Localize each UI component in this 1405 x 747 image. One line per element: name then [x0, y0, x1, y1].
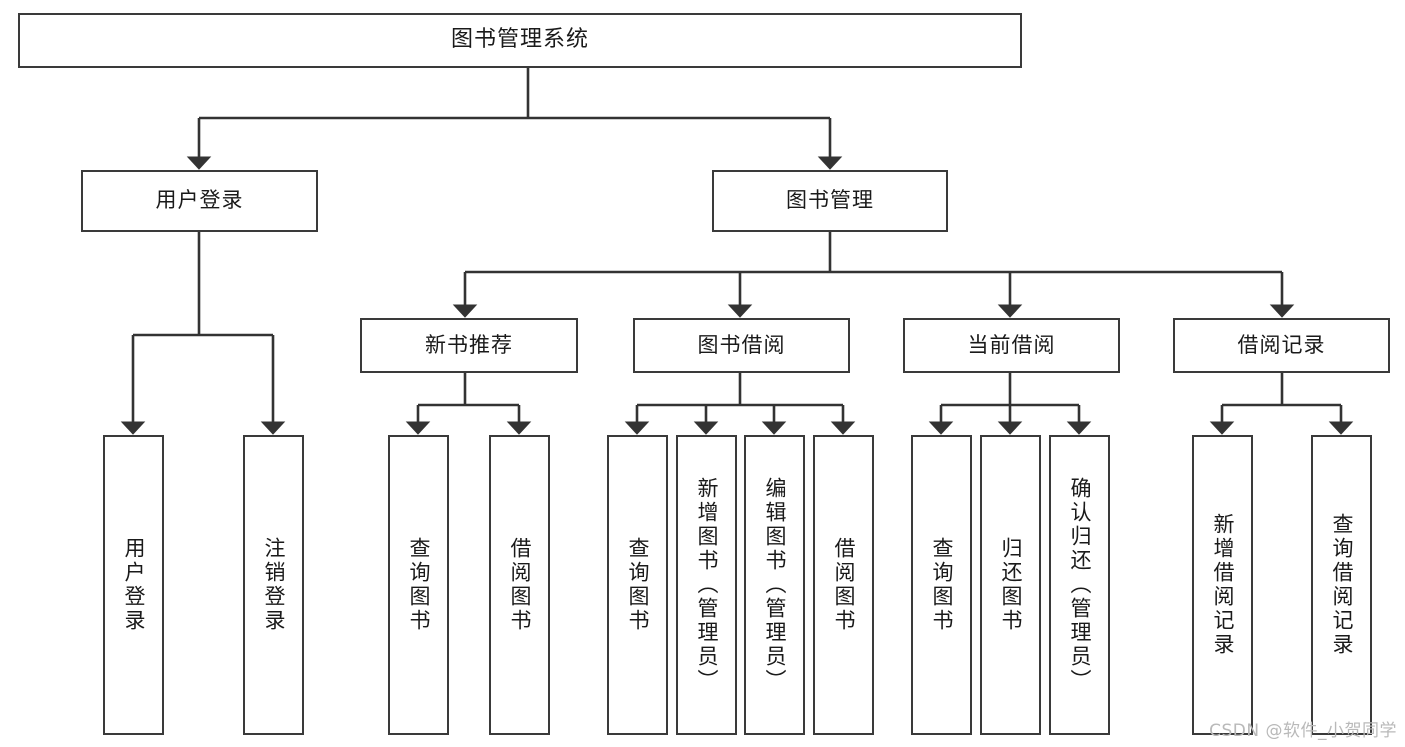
- node-label: 图书管理系统: [450, 27, 589, 53]
- node-label: 查询图书: [930, 537, 954, 633]
- leaf-current-confirm-return-admin[interactable]: 确认归还（管理员）: [1049, 435, 1110, 735]
- node-label: 图书借阅: [697, 332, 786, 357]
- node-label: 新增借阅记录: [1211, 513, 1235, 657]
- leaf-record-add-borrow-record[interactable]: 新增借阅记录: [1192, 435, 1253, 735]
- node-label: 当前借阅: [967, 332, 1056, 357]
- leaf-borrow-edit-book-admin[interactable]: 编辑图书（管理员）: [744, 435, 805, 735]
- node-label: 查询借阅记录: [1330, 513, 1354, 657]
- node-label: 用户登录: [155, 188, 244, 213]
- node-label: 借阅图书: [832, 537, 856, 633]
- node-label: 确认归还（管理员）: [1068, 477, 1092, 693]
- node-label: 用户登录: [122, 537, 146, 633]
- leaf-borrow-query-book[interactable]: 查询图书: [607, 435, 668, 735]
- leaf-new-book-borrow-book[interactable]: 借阅图书: [489, 435, 550, 735]
- node-label: 新书推荐: [425, 332, 513, 357]
- node-borrowing-record[interactable]: 借阅记录: [1173, 318, 1390, 373]
- leaf-borrow-add-book-admin[interactable]: 新增图书（管理员）: [676, 435, 737, 735]
- leaf-new-book-query-book[interactable]: 查询图书: [388, 435, 449, 735]
- leaf-user-login-login[interactable]: 用户登录: [103, 435, 164, 735]
- leaf-record-query-borrow-record[interactable]: 查询借阅记录: [1311, 435, 1372, 735]
- node-label: 借阅记录: [1237, 332, 1326, 357]
- node-book-borrowing[interactable]: 图书借阅: [633, 318, 850, 373]
- leaf-user-login-logout[interactable]: 注销登录: [243, 435, 304, 735]
- leaf-current-return-book[interactable]: 归还图书: [980, 435, 1041, 735]
- node-root-book-management-system[interactable]: 图书管理系统: [18, 13, 1022, 68]
- node-new-book-recommendation[interactable]: 新书推荐: [360, 318, 578, 373]
- node-label: 新增图书（管理员）: [695, 477, 719, 693]
- watermark: CSDN @软件_小贺同学: [1209, 721, 1397, 741]
- node-label: 编辑图书（管理员）: [763, 477, 787, 693]
- node-book-management[interactable]: 图书管理: [712, 170, 948, 232]
- node-label: 借阅图书: [508, 537, 532, 633]
- node-label: 查询图书: [407, 537, 431, 633]
- node-label: 归还图书: [999, 537, 1023, 633]
- node-user-login[interactable]: 用户登录: [81, 170, 318, 232]
- node-current-borrowing[interactable]: 当前借阅: [903, 318, 1120, 373]
- node-label: 图书管理: [786, 188, 874, 213]
- node-label: 注销登录: [262, 537, 286, 633]
- leaf-current-query-book[interactable]: 查询图书: [911, 435, 972, 735]
- node-label: 查询图书: [626, 537, 650, 633]
- leaf-borrow-borrow-book[interactable]: 借阅图书: [813, 435, 874, 735]
